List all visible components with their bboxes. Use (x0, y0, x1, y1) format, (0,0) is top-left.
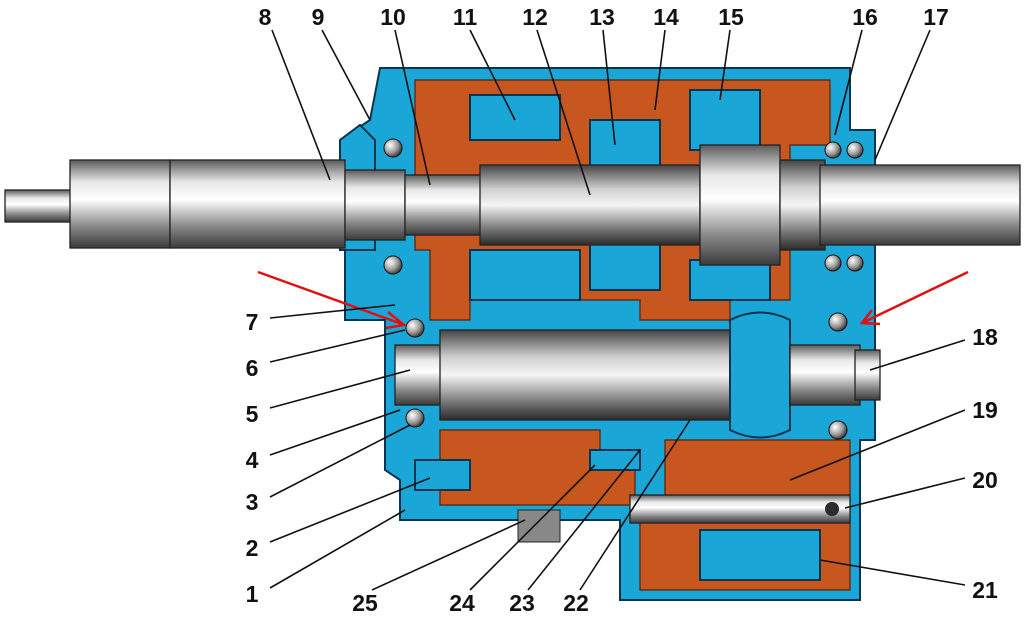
callout-24: 24 (449, 590, 475, 616)
callout-23: 23 (509, 590, 535, 616)
intermediate-shaft (394, 311, 881, 439)
callout-14: 14 (653, 4, 679, 30)
callout-25: 25 (352, 590, 378, 616)
callout-20: 20 (972, 467, 998, 493)
leader-lines (269, 29, 966, 591)
callout-11: 11 (453, 4, 478, 30)
callout-12: 12 (522, 4, 548, 30)
callout-labels: 8 9 10 11 12 13 14 15 16 17 7 6 5 4 3 2 … (246, 4, 998, 616)
callout-21: 21 (972, 577, 998, 603)
callout-19: 19 (972, 397, 998, 423)
callout-17: 17 (923, 4, 949, 30)
output-shaft (819, 164, 1021, 246)
reverse-shaft (629, 494, 851, 524)
callout-6: 6 (246, 355, 259, 381)
callout-3: 3 (246, 489, 259, 515)
callout-15: 15 (718, 4, 744, 30)
highlight-arrows (257, 270, 969, 330)
spring (517, 509, 561, 543)
bearings (383, 138, 864, 440)
callout-4: 4 (246, 447, 259, 473)
callout-16: 16 (852, 4, 878, 30)
callout-22: 22 (563, 590, 589, 616)
input-shaft (4, 159, 406, 249)
callout-13: 13 (589, 4, 615, 30)
callout-1: 1 (246, 581, 259, 607)
callout-10: 10 (380, 4, 406, 30)
callout-18: 18 (972, 324, 998, 350)
callout-9: 9 (312, 4, 325, 30)
callout-8: 8 (259, 4, 272, 30)
callout-2: 2 (246, 535, 259, 561)
callout-5: 5 (246, 401, 259, 427)
callout-7: 7 (246, 309, 259, 335)
primary-shaft (404, 144, 826, 266)
